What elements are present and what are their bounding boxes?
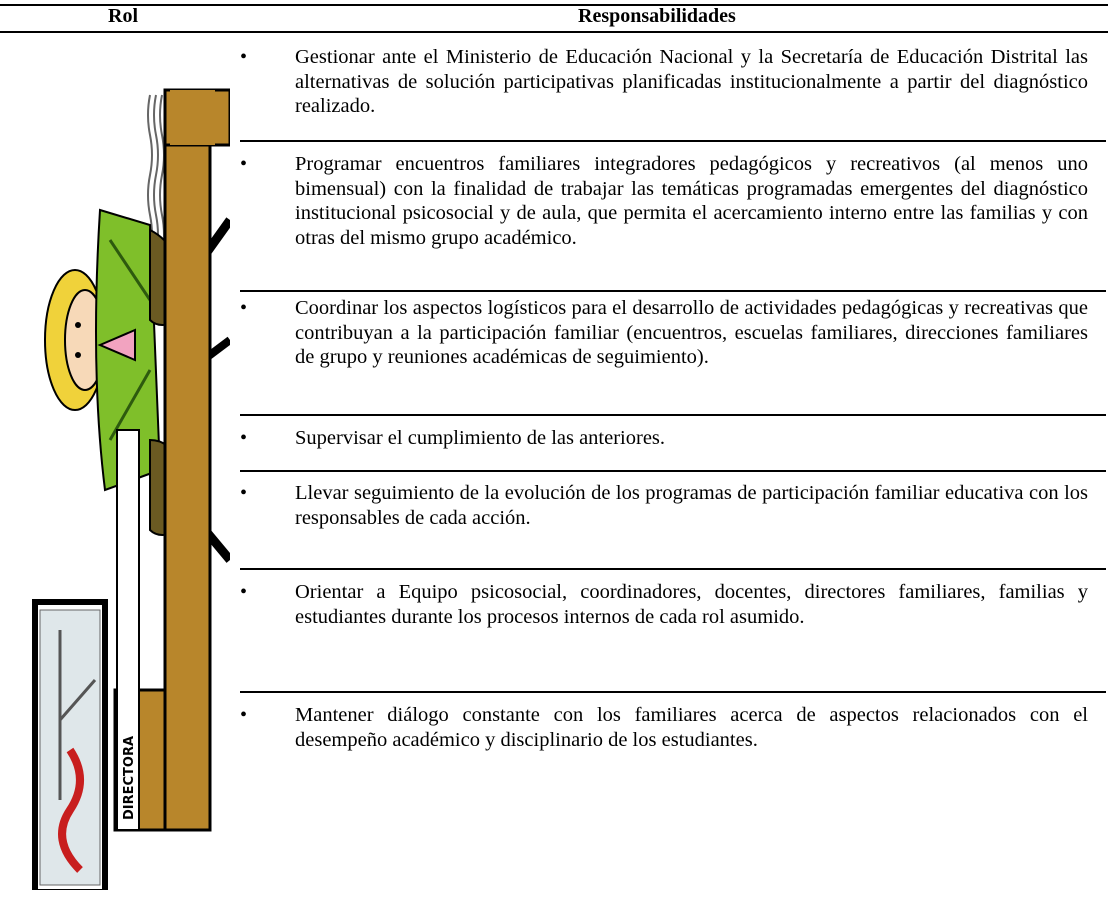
- table-top-rule: [0, 4, 1108, 6]
- director-sign: [116, 429, 140, 831]
- header-bottom-rule: [0, 31, 1108, 33]
- row-divider: [240, 470, 1106, 472]
- row-divider: [240, 691, 1106, 693]
- red-figure-icon: [58, 747, 84, 873]
- row-divider: [240, 568, 1106, 570]
- director-illustration: DIRECTORA: [32, 88, 230, 890]
- list-item: • Supervisar el cumplimiento de las ante…: [240, 427, 666, 449]
- list-item: • Coordinar los aspectos logísticos para…: [240, 297, 1088, 368]
- header-rol: Rol: [108, 5, 138, 27]
- row-divider: [240, 290, 1106, 292]
- row-divider: [240, 414, 1106, 416]
- list-item: • Gestionar ante el Ministerio de Educac…: [240, 46, 1088, 117]
- row-divider: [240, 140, 1106, 142]
- list-item: • Llevar seguimiento de la evolución de …: [240, 482, 1088, 529]
- desk-board-icon: [163, 88, 212, 832]
- sign-label: DIRECTORA: [122, 736, 137, 820]
- list-item: • Orientar a Equipo psicosocial, coordin…: [240, 581, 1088, 628]
- list-item: • Programar encuentros familiares integr…: [240, 153, 1088, 249]
- header-responsabilidades: Responsabilidades: [578, 5, 736, 27]
- list-item: • Mantener diálogo constante con los fam…: [240, 704, 1088, 751]
